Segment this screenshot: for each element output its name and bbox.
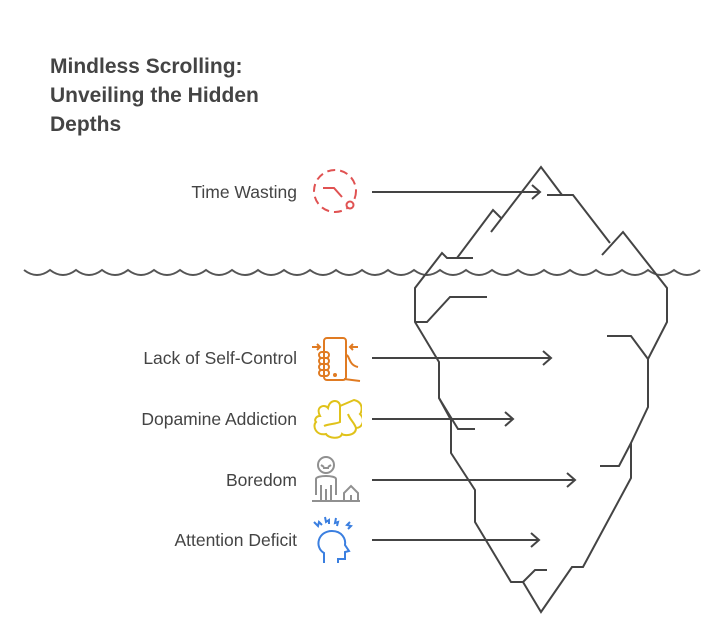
- iceberg-details: [415, 296, 649, 583]
- water-line: [23, 268, 701, 276]
- arrow-dopamine-addiction: [372, 411, 515, 427]
- clock-icon: [313, 169, 357, 213]
- iceberg-outline: [414, 165, 668, 614]
- title-line: Unveiling the Hidden: [50, 84, 259, 107]
- label-time-wasting: Time Wasting: [191, 182, 297, 202]
- label-dopamine-addiction: Dopamine Addiction: [141, 409, 297, 429]
- label-boredom: Boredom: [225, 470, 297, 490]
- label-lack-of-self-control: Lack of Self-Control: [143, 348, 297, 368]
- arrow-time-wasting: [372, 184, 542, 200]
- brain-icon: [313, 398, 362, 439]
- hand-phone-icon: [312, 337, 361, 382]
- bored-person-icon: [312, 456, 360, 502]
- diagram-title: Mindless Scrolling: Unveiling the Hidden…: [50, 52, 310, 139]
- stressed-head-icon: [313, 516, 353, 563]
- arrow-lack-of-self-control: [372, 350, 553, 366]
- label-attention-deficit: Attention Deficit: [174, 530, 297, 550]
- arrow-boredom: [372, 472, 577, 488]
- arrows: [372, 184, 577, 548]
- arrow-attention-deficit: [372, 532, 541, 548]
- title-line: Depths: [50, 113, 122, 136]
- title-line: Mindless Scrolling:: [50, 55, 243, 78]
